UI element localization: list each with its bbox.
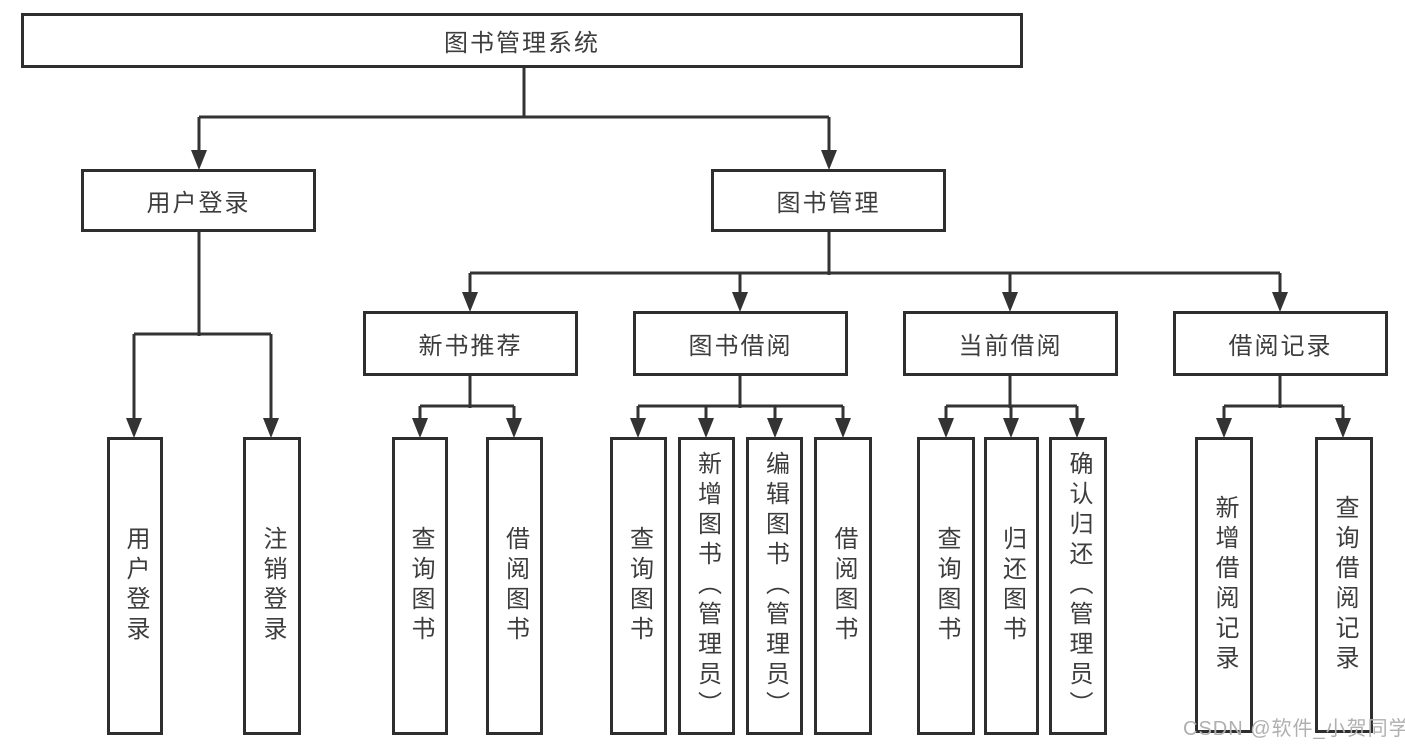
node-label: 新书推荐 <box>418 333 523 360</box>
arrowhead <box>1003 418 1019 438</box>
node-label: 新增借阅记录 <box>1211 495 1238 675</box>
node-label: 查询图书 <box>625 526 653 646</box>
leaf-records-query-record: 查询借阅记录 <box>1315 437 1373 733</box>
leaf-borrowing-add-book: 新增图书（管理员） <box>678 437 735 735</box>
node-label: 借阅记录 <box>1228 333 1333 360</box>
arrowhead <box>835 418 851 438</box>
node-label: 图书借阅 <box>688 333 793 360</box>
leaf-current-confirm-return: 确认归还（管理员） <box>1049 437 1107 735</box>
arrowhead <box>462 292 478 312</box>
arrowhead <box>506 418 522 438</box>
arrowhead <box>263 418 279 438</box>
node-label: 新增图书（管理员） <box>693 451 721 721</box>
arrowhead <box>1069 418 1085 438</box>
node-label: 查询借阅记录 <box>1331 495 1358 675</box>
node-user-login: 用户登录 <box>81 169 316 232</box>
leaf-records-add-record: 新增借阅记录 <box>1195 437 1253 733</box>
leaf-borrowing-borrow-book: 借阅图书 <box>814 437 872 735</box>
arrowhead <box>191 150 207 170</box>
connector-lines-group <box>132 68 1345 434</box>
arrowhead <box>698 418 714 438</box>
arrowhead <box>732 292 748 312</box>
leaf-recommend-borrow-book: 借阅图书 <box>486 437 543 735</box>
node-label: 当前借阅 <box>958 333 1063 360</box>
node-borrow-records: 借阅记录 <box>1173 311 1388 376</box>
node-new-book-recommend: 新书推荐 <box>363 311 578 376</box>
node-label: 注销登录 <box>259 526 286 646</box>
arrowhead <box>1002 292 1018 312</box>
leaf-current-query-book: 查询图书 <box>917 437 975 735</box>
node-label: 用户登录 <box>146 190 251 217</box>
node-label: 确认归还（管理员） <box>1065 451 1092 721</box>
leaf-current-return-book: 归还图书 <box>984 437 1039 735</box>
node-label: 图书管理系统 <box>444 30 600 57</box>
node-label: 借阅图书 <box>830 526 857 646</box>
node-label: 查询图书 <box>933 526 960 646</box>
node-book-borrowing: 图书借阅 <box>633 311 848 376</box>
arrowhead <box>767 418 783 438</box>
leaf-borrowing-query-book: 查询图书 <box>610 437 667 735</box>
node-label: 用户登录 <box>122 526 149 646</box>
node-current-borrowing: 当前借阅 <box>903 311 1118 376</box>
leaf-logout-login: 注销登录 <box>243 437 301 735</box>
node-label: 归还图书 <box>998 526 1026 646</box>
watermark: CSDN @软件_小贺同学 <box>1183 718 1405 740</box>
arrowhead <box>412 418 428 438</box>
arrowhead <box>821 150 837 170</box>
node-label: 借阅图书 <box>501 526 529 646</box>
arrowhead <box>630 418 646 438</box>
arrowhead <box>938 418 954 438</box>
node-label: 图书管理 <box>776 190 881 217</box>
arrowhead <box>1272 292 1288 312</box>
arrowheads-group <box>126 150 1351 438</box>
node-book-management: 图书管理 <box>711 169 946 232</box>
leaf-recommend-query-book: 查询图书 <box>392 437 448 735</box>
arrowhead <box>126 418 142 438</box>
arrowhead <box>1216 418 1232 438</box>
node-system-root: 图书管理系统 <box>21 13 1023 68</box>
node-label: 编辑图书（管理员） <box>761 451 789 721</box>
node-label: 查询图书 <box>407 526 434 646</box>
leaf-user-login: 用户登录 <box>107 437 163 735</box>
arrowhead <box>1335 418 1351 438</box>
leaf-borrowing-edit-book: 编辑图书（管理员） <box>746 437 803 735</box>
